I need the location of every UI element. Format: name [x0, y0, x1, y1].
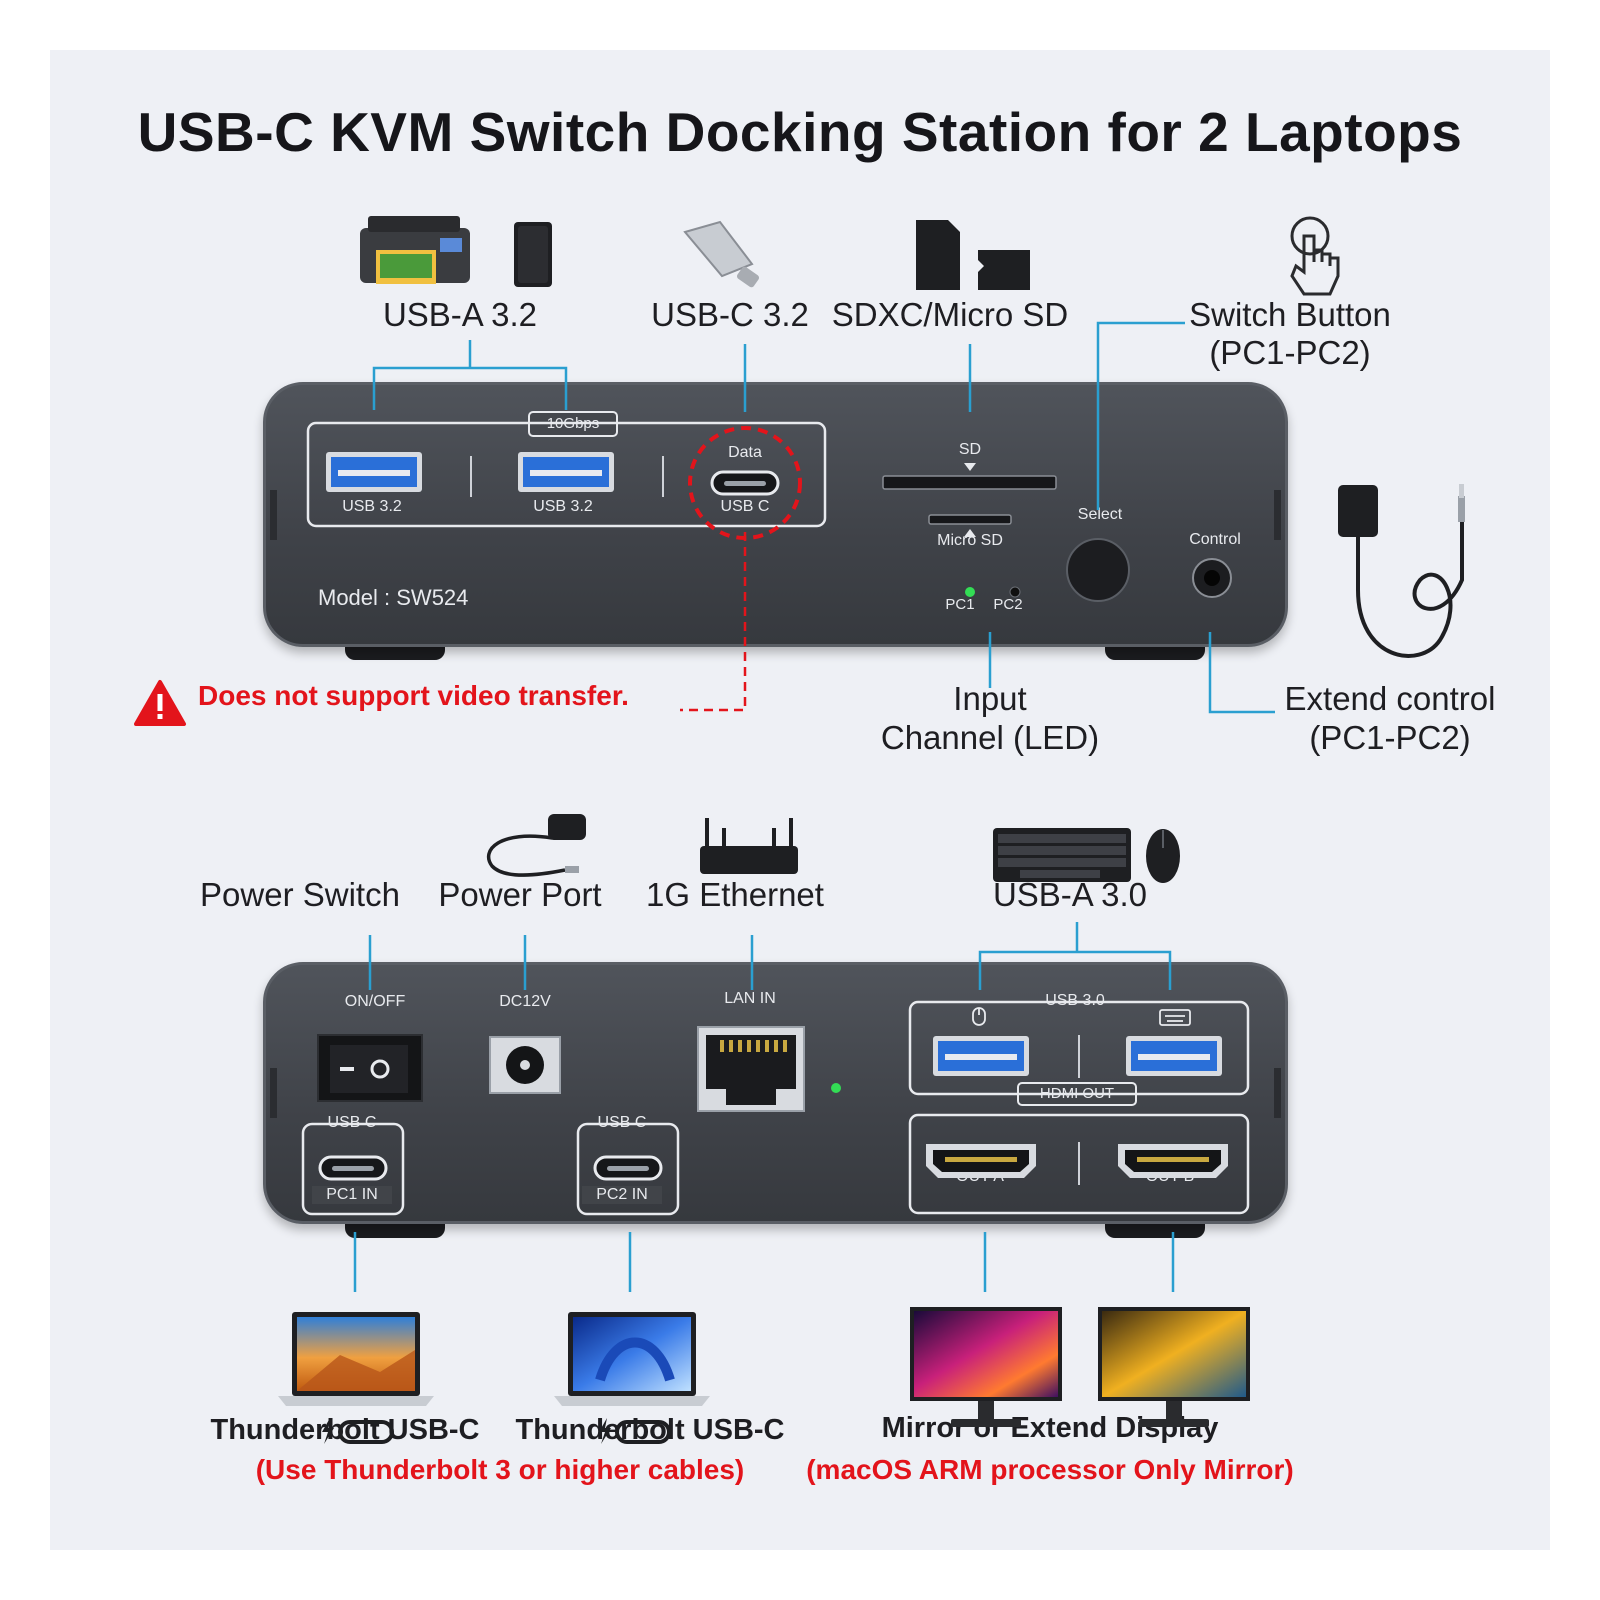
power-rocker-switch: [317, 1034, 423, 1102]
usb-flash-drive-icon: [683, 220, 760, 288]
slot-label-microsd: Micro SD: [937, 532, 1003, 549]
onoff-label: ON/OFF: [344, 993, 406, 1010]
thunderbolt-note: (Use Thunderbolt 3 or higher cables): [255, 1454, 745, 1485]
label-switch-button: Switch Button: [1189, 296, 1391, 333]
rj45-ethernet-port: [697, 1026, 805, 1112]
thunderbolt-icon: [599, 1418, 671, 1444]
laptop-icon: [278, 1312, 434, 1406]
warning-text: Does not support video transfer.: [198, 680, 629, 711]
control-cable-icon: [1338, 484, 1465, 658]
hdmi-port: [926, 1144, 1036, 1178]
label-usb-a-30: USB-A 3.0: [992, 876, 1148, 913]
port-label-usb32-a: USB 3.2: [342, 498, 402, 515]
label-ethernet: 1G Ethernet: [646, 876, 824, 913]
laptop-icon: [554, 1312, 710, 1406]
lan-led: [831, 1083, 841, 1093]
usb-a-port: [326, 452, 422, 492]
usb30-label: USB 3.0: [1045, 992, 1105, 1009]
microsd-card-icon: [978, 250, 1030, 290]
power-adapter-icon: [486, 814, 586, 877]
label-power-switch: Power Switch: [200, 876, 400, 913]
usb30-port-group: [908, 1000, 1250, 1096]
sd-card-slot: [882, 475, 1057, 490]
dc-power-jack: [489, 1036, 561, 1094]
usb-a-port: [933, 1036, 1029, 1076]
label-power-port: Power Port: [438, 876, 602, 913]
pc1-usbc-box: [301, 1122, 405, 1216]
label-sd-card: SDXC/Micro SD: [831, 296, 1069, 333]
model-number: Model : SW524: [318, 585, 469, 610]
display-note: (macOS ARM processor Only Mirror): [806, 1454, 1294, 1485]
label-usb-c-32: USB-C 3.2: [651, 296, 809, 333]
led-label-pc1: PC1: [945, 596, 975, 613]
hdmi-port-group: [908, 1113, 1250, 1215]
pc2-usbc-box: [576, 1122, 680, 1216]
thunderbolt-icon: [322, 1418, 394, 1444]
warning-leader: [680, 532, 747, 712]
usb-port-group: [306, 421, 827, 528]
usb-c-port: [318, 1155, 388, 1181]
printer-icon: [360, 216, 470, 284]
label-extend-control: Extend control: [1284, 680, 1496, 717]
highlight-circle: [688, 426, 802, 540]
mouse-icon: [1146, 829, 1180, 883]
monitor-icon: [1098, 1307, 1250, 1427]
dc-label: DC12V: [499, 993, 551, 1010]
hard-drive-icon: [514, 222, 552, 287]
port-label-usb32-b: USB 3.2: [533, 498, 593, 515]
select-button: [1066, 538, 1130, 602]
led-pc1: [965, 587, 975, 597]
label-input-channel-sub: Channel (LED): [880, 719, 1100, 756]
keyboard-icon: [1159, 1009, 1191, 1026]
pc2-in-label: PC2 IN: [582, 1186, 662, 1204]
hand-pointer-icon: [1290, 216, 1340, 296]
select-label: Select: [1077, 506, 1123, 523]
microsd-card-slot: [928, 514, 1012, 525]
leader-lines: [353, 321, 1275, 1292]
slot-label-sd: SD: [958, 441, 982, 458]
front-panel: [263, 382, 1288, 647]
usbc-label-pc2: USB C: [597, 1114, 647, 1131]
pc1-in-label: PC1 IN: [312, 1186, 392, 1204]
led-label-pc2: PC2: [993, 596, 1023, 613]
page-title: USB-C KVM Switch Docking Station for 2 L…: [137, 101, 1463, 163]
port-label-data: Data: [728, 444, 762, 461]
usbc-label-pc1: USB C: [327, 1114, 377, 1131]
usb-c-port: [710, 470, 780, 496]
router-icon: [700, 818, 798, 874]
warning-icon: [134, 680, 186, 726]
usb-a-port: [1126, 1036, 1222, 1076]
usb-a-port: [518, 452, 614, 492]
lan-label: LAN IN: [724, 990, 776, 1007]
label-display: Mirror or Extend Display: [881, 1412, 1219, 1444]
label-switch-button-sub: (PC1-PC2): [1209, 334, 1371, 371]
infographic-background: [50, 50, 1550, 1550]
monitor-icon: [910, 1307, 1062, 1427]
keyboard-icon: [993, 828, 1131, 882]
label-extend-control-sub: (PC1-PC2): [1309, 719, 1471, 756]
label-usb-a-32: USB-A 3.2: [382, 296, 538, 333]
control-label: Control: [1189, 531, 1241, 548]
usb-c-port: [593, 1155, 663, 1181]
mouse-icon: [972, 1007, 986, 1026]
hdmi-port: [1118, 1144, 1228, 1178]
sd-card-icon: [916, 220, 960, 290]
port-label-usbc: USB C: [720, 498, 770, 515]
